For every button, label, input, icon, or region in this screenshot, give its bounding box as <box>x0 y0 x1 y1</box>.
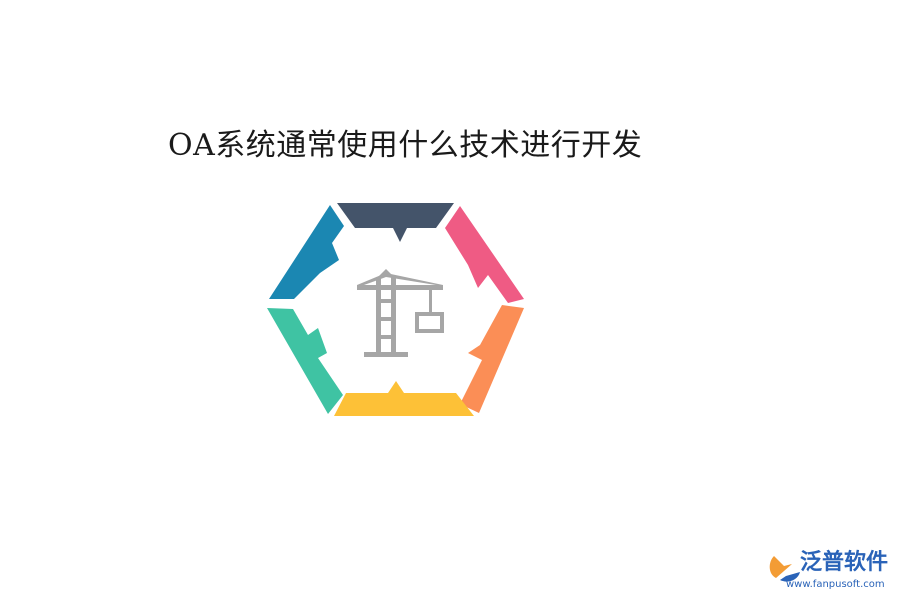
segment-top <box>337 203 454 242</box>
fanpu-logo-icon <box>769 556 800 582</box>
brand-name: 泛普软件 <box>800 550 889 575</box>
brand-url: www.fanpusoft.com <box>786 579 885 590</box>
segment-upper-left <box>269 205 344 299</box>
segment-lower-left <box>267 308 343 414</box>
hexagon-cycle-diagram <box>267 203 524 416</box>
page-title: OA系统通常使用什么技术进行开发 <box>168 128 643 163</box>
segment-upper-right <box>445 206 524 303</box>
construction-crane-icon <box>357 269 444 357</box>
segment-lower-right <box>460 305 524 413</box>
segment-bottom <box>334 381 474 416</box>
